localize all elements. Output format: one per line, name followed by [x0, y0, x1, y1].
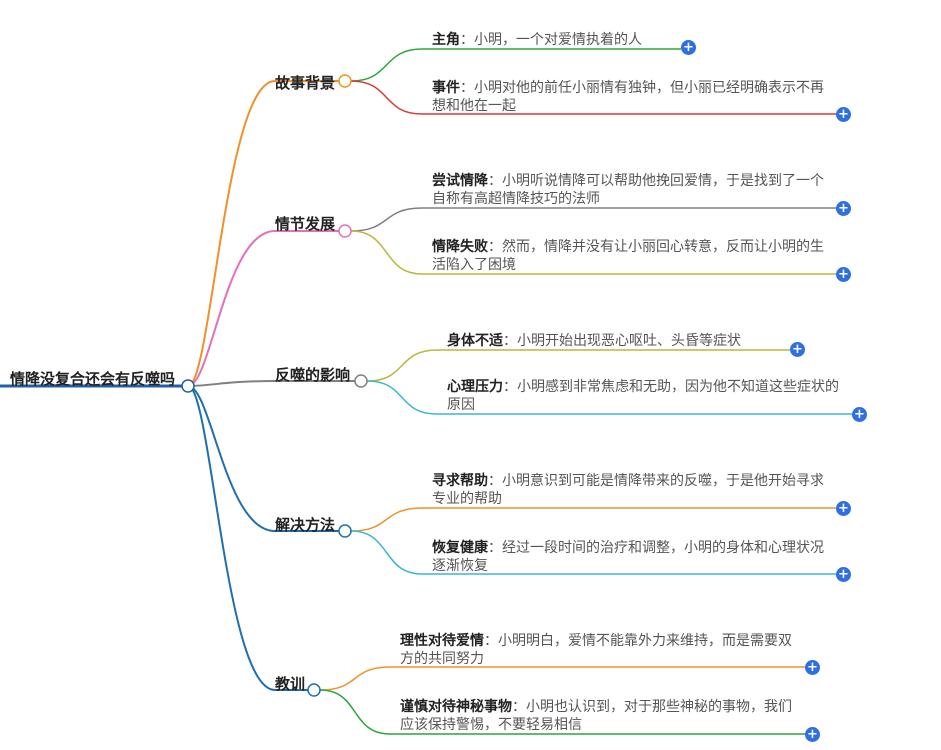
- branch-connector: [187, 80, 339, 387]
- leaf-text: 小明明白，爱情不能靠外力来维持，而是需要双方的共同努力: [400, 633, 792, 667]
- branch-topic[interactable]: 故事背景: [275, 74, 336, 92]
- leaf-connector: [350, 80, 836, 115]
- branch-collapse-toggle[interactable]: [338, 74, 352, 88]
- branch-connector: [187, 380, 355, 387]
- leaf-separator: ：: [488, 540, 502, 556]
- root-collapse-toggle[interactable]: [181, 379, 195, 393]
- leaf-separator: ：: [484, 633, 498, 649]
- leaf-separator: ：: [460, 80, 474, 96]
- leaf-key: 情降失败: [432, 239, 488, 255]
- branch-topic[interactable]: 情节发展: [275, 215, 336, 233]
- branch-connector: [187, 385, 308, 691]
- expand-plus-icon[interactable]: +: [836, 567, 851, 582]
- leaf-topic[interactable]: 恢复健康：经过一段时间的治疗和调整，小明的身体和心理状况逐渐恢复: [432, 539, 832, 575]
- leaf-topic[interactable]: 主角：小明，一个对爱情执着的人: [432, 31, 692, 49]
- leaf-topic[interactable]: 情降失败：然而，情降并没有让小丽回心转意，反而让小明的生活陷入了困境: [432, 238, 832, 274]
- leaf-separator: ：: [488, 239, 502, 255]
- leaf-key: 寻求帮助: [432, 473, 488, 489]
- leaf-separator: ：: [460, 32, 474, 48]
- leaf-key: 事件: [432, 80, 460, 96]
- leaf-connector: [366, 380, 852, 415]
- branch-topic[interactable]: 解决方法: [275, 516, 336, 534]
- leaf-topic[interactable]: 心理压力：小明感到非常焦虑和无助，因为他不知道这些症状的原因: [447, 378, 847, 414]
- leaf-key: 理性对待爱情: [400, 633, 484, 649]
- leaf-text: 小明听说情降可以帮助他挽回爱情，于是找到了一个自称有高超情降技巧的法师: [432, 173, 824, 207]
- expand-plus-icon[interactable]: +: [805, 660, 820, 675]
- leaf-separator: ：: [503, 379, 517, 395]
- leaf-topic[interactable]: 事件：小明对他的前任小丽情有独钟，但小丽已经明确表示不再想和他在一起: [432, 79, 832, 115]
- leaf-text: 小明开始出现恶心呕吐、头昏等症状: [517, 333, 741, 349]
- leaf-topic[interactable]: 谨慎对待神秘事物：小明也认识到，对于那些神秘的事物，我们应该保持警惕，不要轻易相…: [400, 698, 800, 734]
- leaf-text: 小明也认识到，对于那些神秘的事物，我们应该保持警惕，不要轻易相信: [400, 699, 792, 733]
- leaf-key: 心理压力: [447, 379, 503, 395]
- leaf-connector: [350, 207, 836, 232]
- leaf-text: 经过一段时间的治疗和调整，小明的身体和心理状况逐渐恢复: [432, 540, 824, 574]
- leaf-text: 然而，情降并没有让小丽回心转意，反而让小明的生活陷入了困境: [432, 239, 824, 273]
- leaf-text: 小明感到非常焦虑和无助，因为他不知道这些症状的原因: [447, 379, 839, 413]
- branch-collapse-toggle[interactable]: [338, 224, 352, 238]
- branch-collapse-toggle[interactable]: [307, 683, 321, 697]
- leaf-connector: [319, 689, 805, 735]
- expand-plus-icon[interactable]: +: [805, 727, 820, 742]
- leaf-key: 身体不适: [447, 333, 503, 349]
- leaf-topic[interactable]: 寻求帮助：小明意识到可能是情降带来的反噬，于是他开始寻求专业的帮助: [432, 472, 832, 508]
- leaf-separator: ：: [512, 699, 526, 715]
- leaf-topic[interactable]: 身体不适：小明开始出现恶心呕吐、头昏等症状: [447, 332, 787, 350]
- leaf-connector: [319, 666, 805, 691]
- expand-plus-icon[interactable]: +: [681, 40, 696, 55]
- expand-plus-icon[interactable]: +: [836, 501, 851, 516]
- leaf-connector: [350, 530, 836, 575]
- expand-plus-icon[interactable]: +: [836, 107, 851, 122]
- expand-plus-icon[interactable]: +: [836, 267, 851, 282]
- leaf-separator: ：: [503, 333, 517, 349]
- leaf-text: 小明意识到可能是情降带来的反噬，于是他开始寻求专业的帮助: [432, 473, 824, 507]
- expand-plus-icon[interactable]: +: [852, 407, 867, 422]
- leaf-text: 小明对他的前任小丽情有独钟，但小丽已经明确表示不再想和他在一起: [432, 80, 824, 114]
- leaf-key: 主角: [432, 32, 460, 48]
- leaf-key: 恢复健康: [432, 540, 488, 556]
- branch-connector: [187, 230, 339, 387]
- expand-plus-icon[interactable]: +: [790, 342, 805, 357]
- branch-connector: [187, 385, 339, 532]
- branch-collapse-toggle[interactable]: [338, 524, 352, 538]
- leaf-connector: [350, 48, 681, 82]
- leaf-text: 小明，一个对爱情执着的人: [474, 32, 642, 48]
- branch-topic[interactable]: 反噬的影响: [275, 366, 351, 384]
- leaf-connector: [366, 349, 790, 382]
- leaf-separator: ：: [488, 473, 502, 489]
- leaf-connector: [350, 507, 836, 532]
- leaf-topic[interactable]: 理性对待爱情：小明明白，爱情不能靠外力来维持，而是需要双方的共同努力: [400, 632, 800, 668]
- leaf-separator: ：: [488, 173, 502, 189]
- leaf-topic[interactable]: 尝试情降：小明听说情降可以帮助他挽回爱情，于是找到了一个自称有高超情降技巧的法师: [432, 172, 832, 208]
- branch-collapse-toggle[interactable]: [354, 374, 368, 388]
- leaf-key: 尝试情降: [432, 173, 488, 189]
- leaf-key: 谨慎对待神秘事物: [400, 699, 512, 715]
- branch-topic[interactable]: 教训: [275, 675, 306, 693]
- root-topic[interactable]: 情降没复合还会有反噬吗: [10, 370, 176, 388]
- leaf-connector: [350, 230, 836, 275]
- expand-plus-icon[interactable]: +: [836, 201, 851, 216]
